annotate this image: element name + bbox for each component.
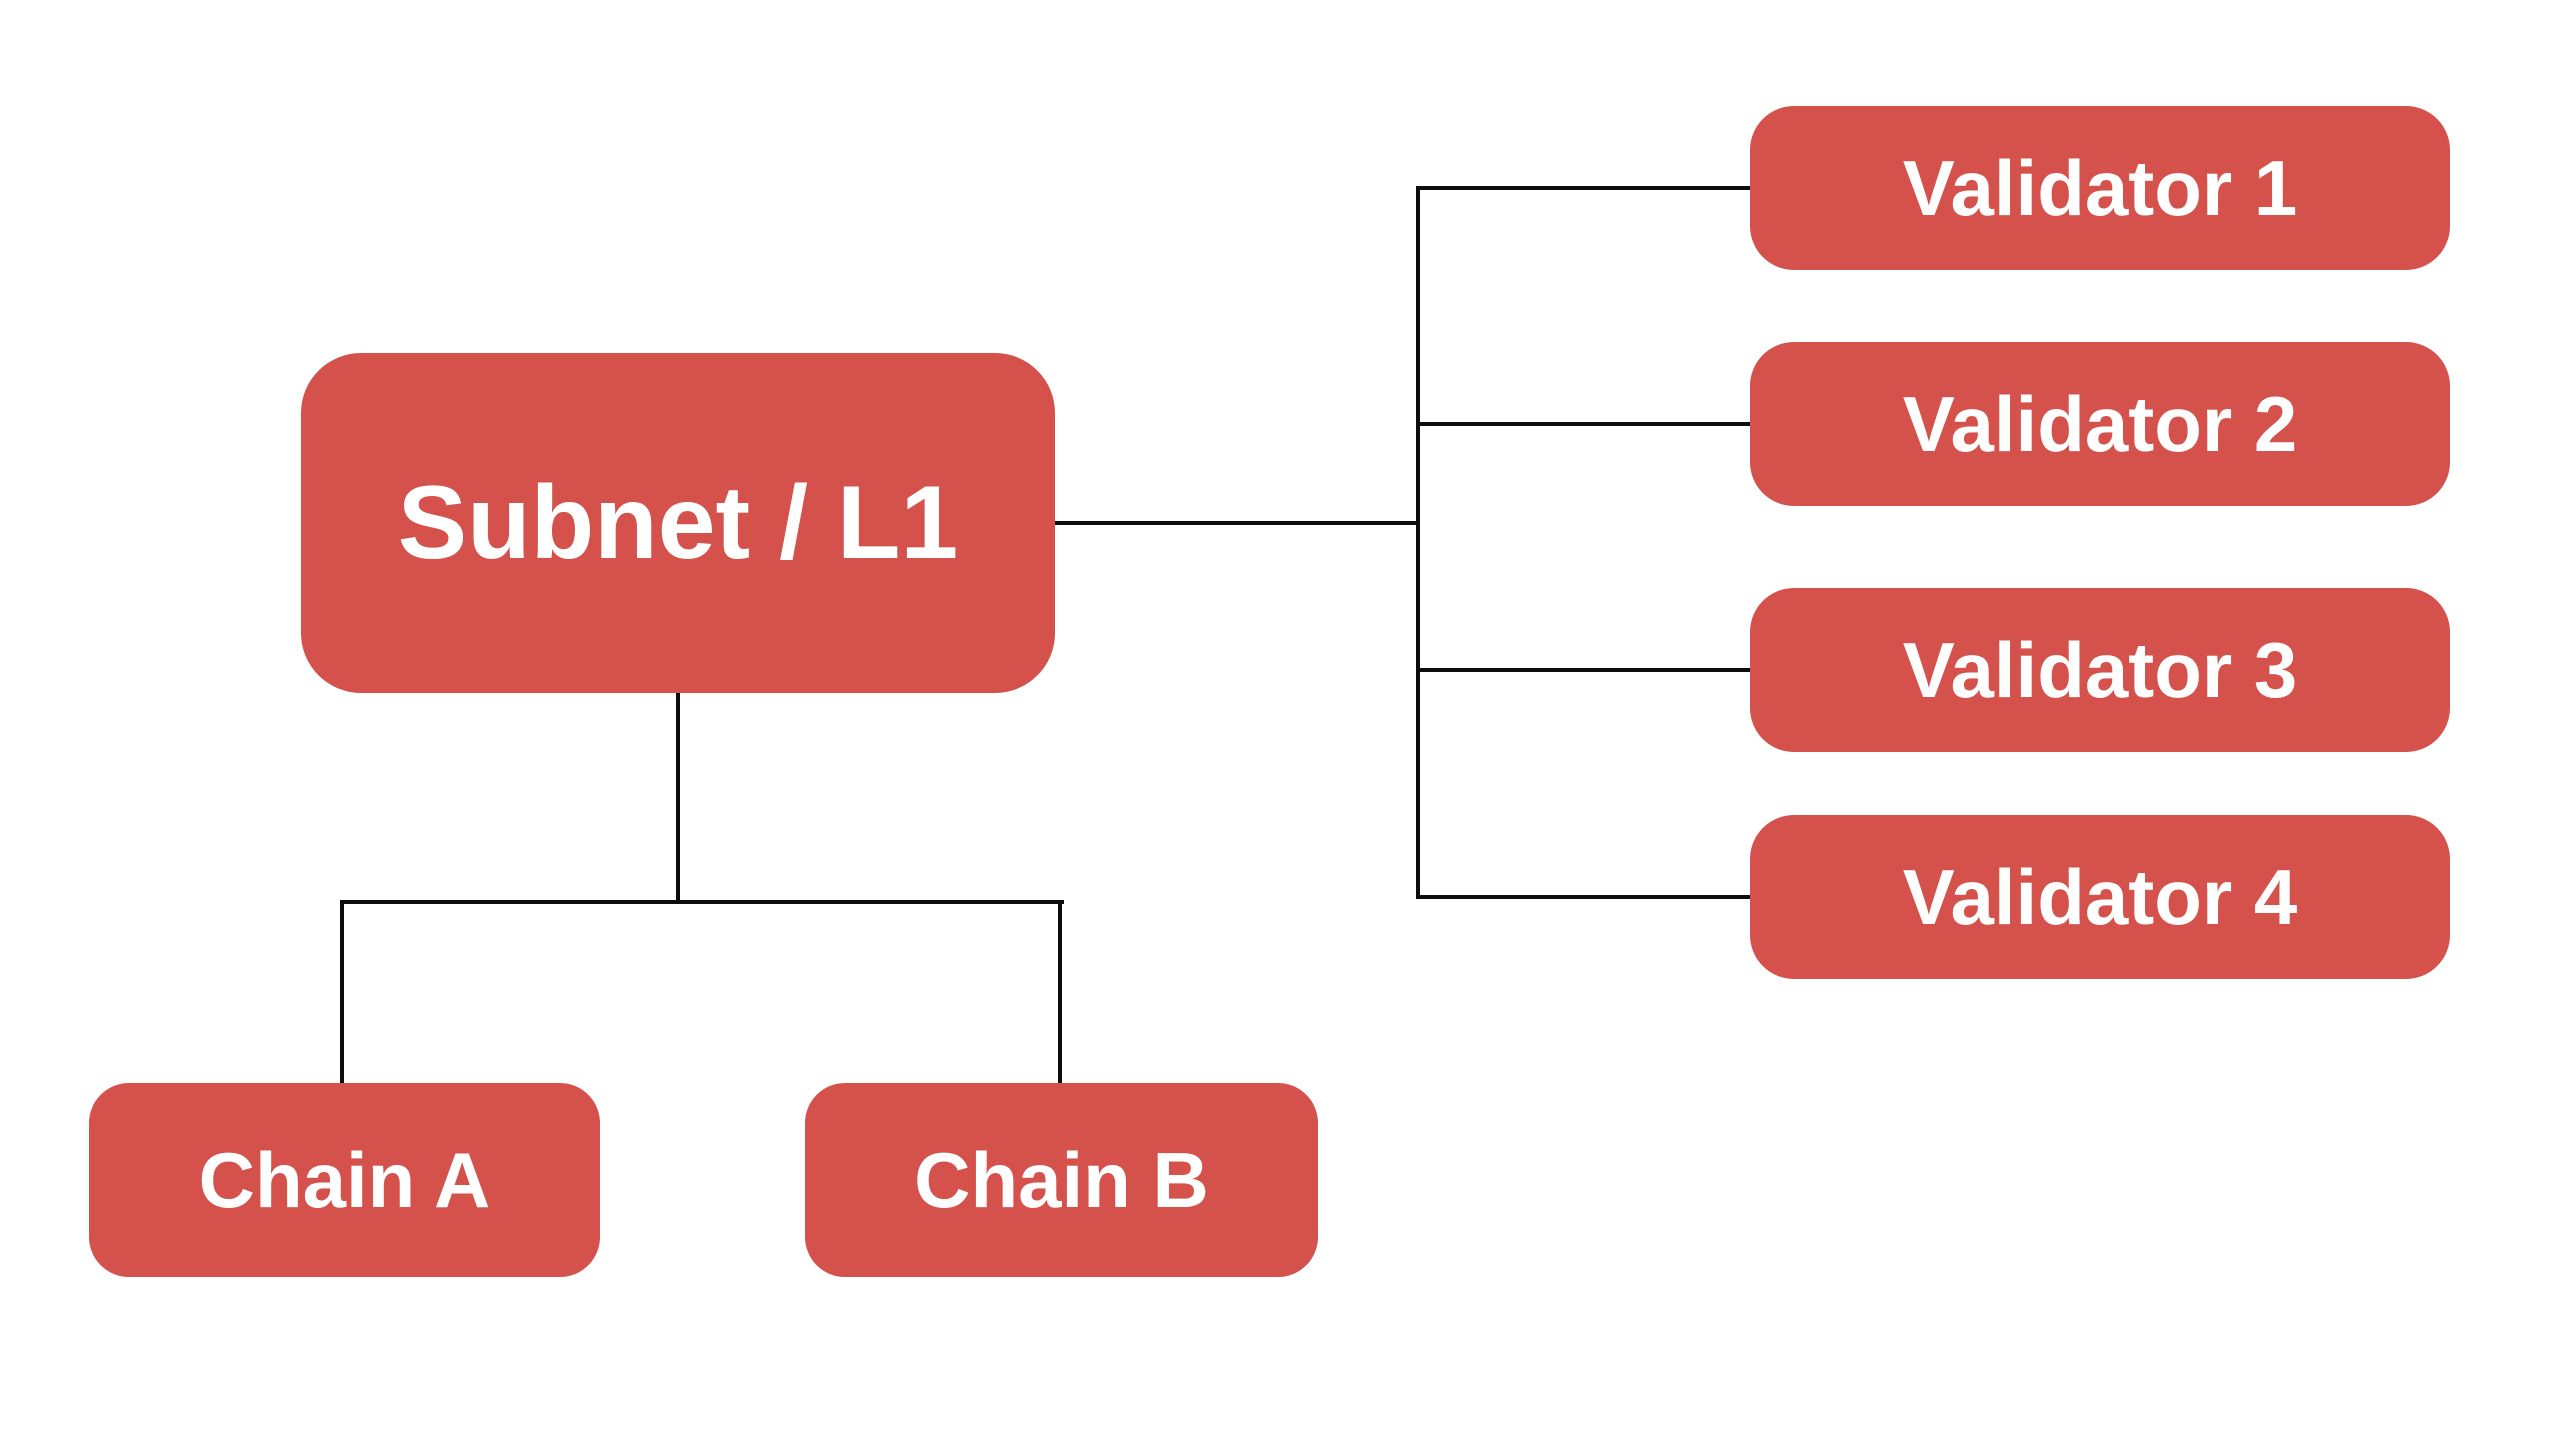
- node-chain-b-label: Chain B: [914, 1136, 1209, 1224]
- connector-validator-trunk: [1416, 186, 1420, 899]
- node-validator-4: Validator 4: [1750, 815, 2450, 979]
- connector-chains-horizontal: [340, 900, 1064, 904]
- node-chain-a: Chain A: [89, 1083, 600, 1277]
- node-validator-4-label: Validator 4: [1902, 853, 2298, 941]
- connector-branch-validator-2: [1416, 422, 1750, 426]
- connector-branch-chain-a: [340, 900, 344, 1083]
- connector-branch-validator-3: [1416, 668, 1750, 672]
- node-validator-2-label: Validator 2: [1902, 380, 2298, 468]
- node-chain-a-label: Chain A: [198, 1136, 491, 1224]
- connector-branch-validator-4: [1416, 895, 1750, 899]
- node-chain-b: Chain B: [805, 1083, 1318, 1277]
- node-validator-2: Validator 2: [1750, 342, 2450, 506]
- node-validator-1: Validator 1: [1750, 106, 2450, 270]
- connector-branch-validator-1: [1416, 186, 1750, 190]
- node-subnet-l1: Subnet / L1: [301, 353, 1055, 693]
- node-validator-3-label: Validator 3: [1902, 626, 2298, 714]
- connector-branch-chain-b: [1058, 900, 1062, 1083]
- node-validator-1-label: Validator 1: [1902, 144, 2298, 232]
- node-validator-3: Validator 3: [1750, 588, 2450, 752]
- connector-subnet-to-chains: [676, 693, 680, 904]
- node-subnet-l1-label: Subnet / L1: [397, 465, 959, 581]
- connector-subnet-to-trunk: [1055, 521, 1420, 525]
